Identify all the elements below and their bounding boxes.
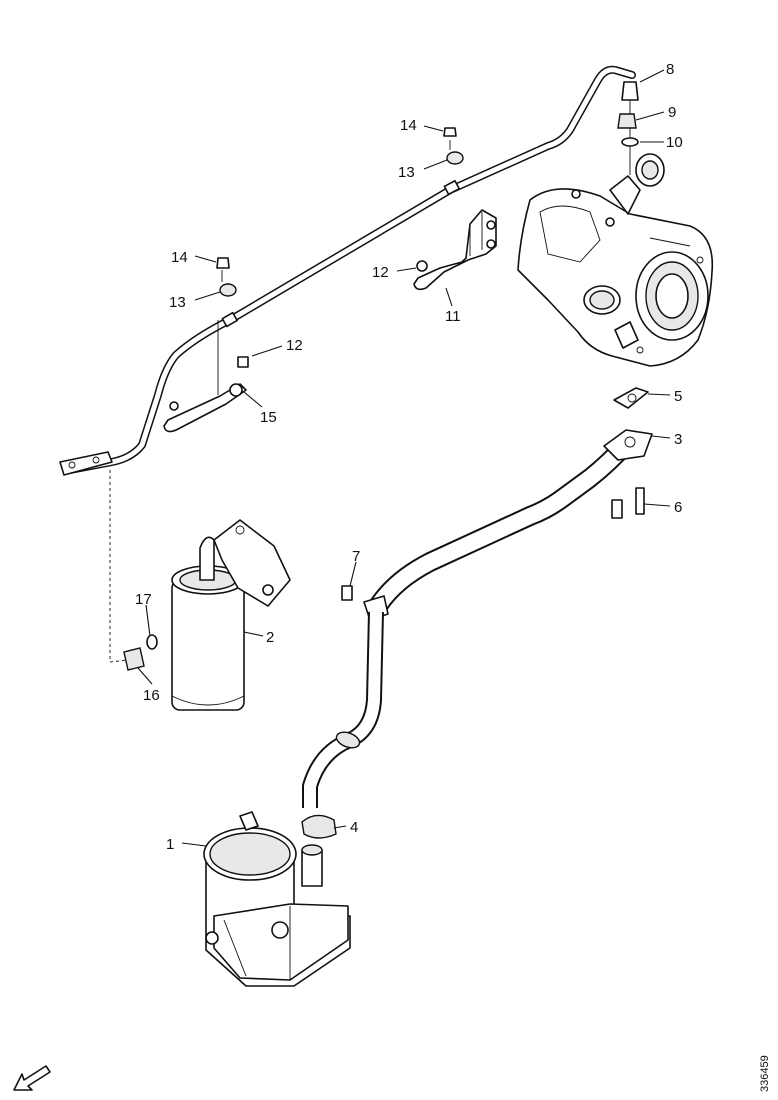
label-11: 11	[445, 308, 461, 325]
oil-return-pipe	[302, 429, 653, 808]
label-12-lower: 12	[286, 337, 303, 354]
label-2: 2	[266, 629, 274, 646]
label-15: 15	[260, 409, 277, 426]
position-labels: 1 2 3 4 5 6 7 8 9 10 11 12 12 13 13 14 1…	[135, 61, 683, 853]
label-14-lower: 14	[171, 249, 188, 266]
bracket-15	[163, 320, 247, 433]
label-7: 7	[352, 548, 360, 565]
label-16: 16	[143, 687, 160, 704]
label-8: 8	[666, 61, 674, 78]
label-12-upper: 12	[372, 264, 389, 281]
label-14-upper: 14	[400, 117, 417, 134]
leader-lines	[137, 69, 671, 847]
label-3: 3	[674, 431, 682, 448]
label-13-upper: 13	[398, 164, 415, 181]
oil-feed-pipe	[59, 65, 636, 476]
arrow-icon	[13, 1065, 51, 1091]
bracket-11	[413, 209, 497, 291]
label-9: 9	[668, 104, 676, 121]
filter-canister-2	[171, 519, 291, 711]
hardware-items	[123, 81, 649, 839]
turbocharger	[517, 153, 714, 367]
filter-housing-1	[203, 811, 351, 987]
dashed-connection-line	[109, 470, 129, 663]
drawing-number: 336459	[759, 1055, 771, 1092]
label-4: 4	[350, 819, 358, 836]
label-13-lower: 13	[169, 294, 186, 311]
label-6: 6	[674, 499, 682, 516]
label-17: 17	[135, 591, 152, 608]
label-5: 5	[674, 388, 682, 405]
label-10: 10	[666, 134, 683, 151]
label-1: 1	[166, 836, 174, 853]
